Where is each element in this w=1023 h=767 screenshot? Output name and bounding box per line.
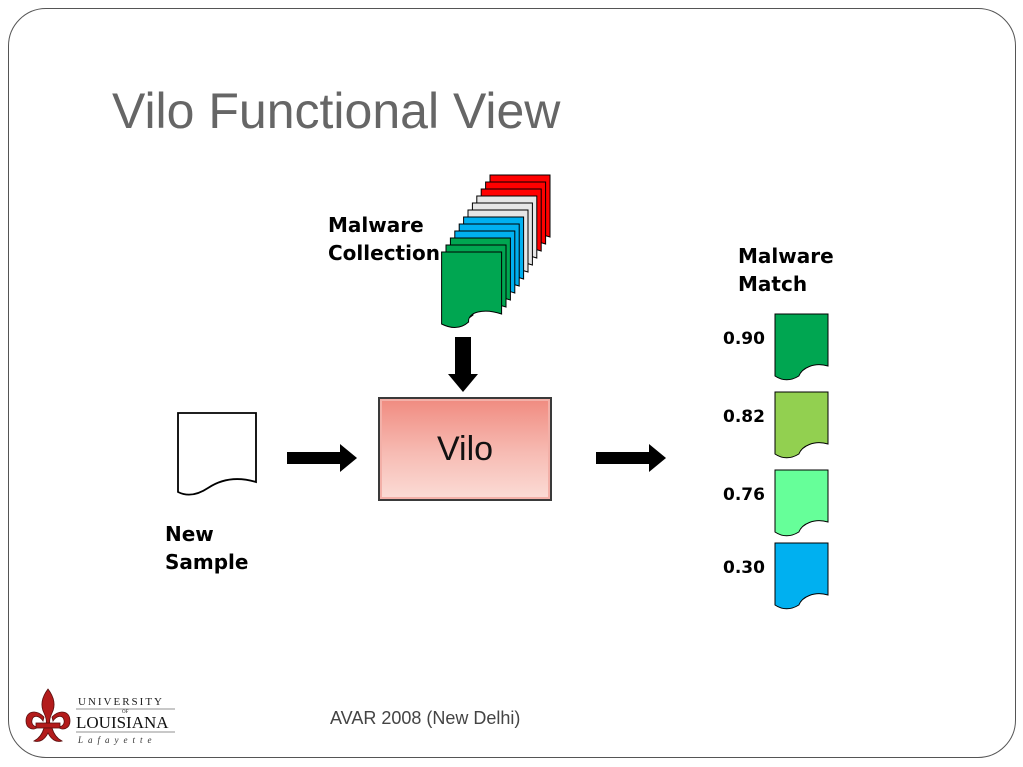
malware-match-label: Malware Match [738, 242, 834, 298]
match-score-3: 0.76 [723, 485, 765, 505]
logo-text-of: OF [122, 710, 129, 715]
logo-text-louisiana: LOUISIANA [76, 713, 169, 732]
fleur-de-lis-icon [25, 688, 71, 742]
new-sample-document-icon [177, 412, 257, 496]
right-arrow-icon-output [596, 444, 666, 472]
logo-text-lafayette: Lafayette [77, 735, 157, 745]
down-arrow-icon [448, 337, 478, 392]
malware-collection-stack [441, 174, 551, 328]
match-score-4: 0.30 [723, 558, 765, 578]
slide-footer: AVAR 2008 (New Delhi) [330, 708, 521, 728]
new-sample-label: New Sample [165, 520, 248, 576]
match-score-1: 0.90 [723, 329, 765, 349]
match-document-icon-3 [774, 469, 829, 537]
vilo-engine-box: Vilo [378, 397, 552, 501]
malware-collection-label-line2: Collection [328, 241, 440, 265]
malware-collection-label-line1: Malware [328, 213, 424, 237]
right-arrow-icon-input [287, 444, 357, 472]
match-score-2: 0.82 [723, 407, 765, 427]
logo-text-university: UNIVERSITY [78, 696, 164, 708]
new-sample-label-line2: Sample [165, 550, 249, 574]
new-sample-label-line1: New [165, 522, 214, 546]
university-logo: UNIVERSITY OF LOUISIANA Lafayette [25, 688, 175, 745]
vilo-engine-label: Vilo [436, 429, 494, 468]
malware-match-documents [774, 313, 829, 610]
malware-collection-label: Malware Collection [328, 211, 440, 267]
malware-match-label-line1: Malware [738, 244, 834, 268]
slide-frame [8, 8, 1016, 758]
malware-match-label-line2: Match [738, 272, 808, 296]
match-document-icon-1 [774, 313, 829, 381]
match-document-icon-4 [774, 542, 829, 610]
match-document-icon-2 [774, 391, 829, 459]
slide-title: Vilo Functional View [112, 83, 561, 139]
collection-document-icon [441, 251, 503, 328]
